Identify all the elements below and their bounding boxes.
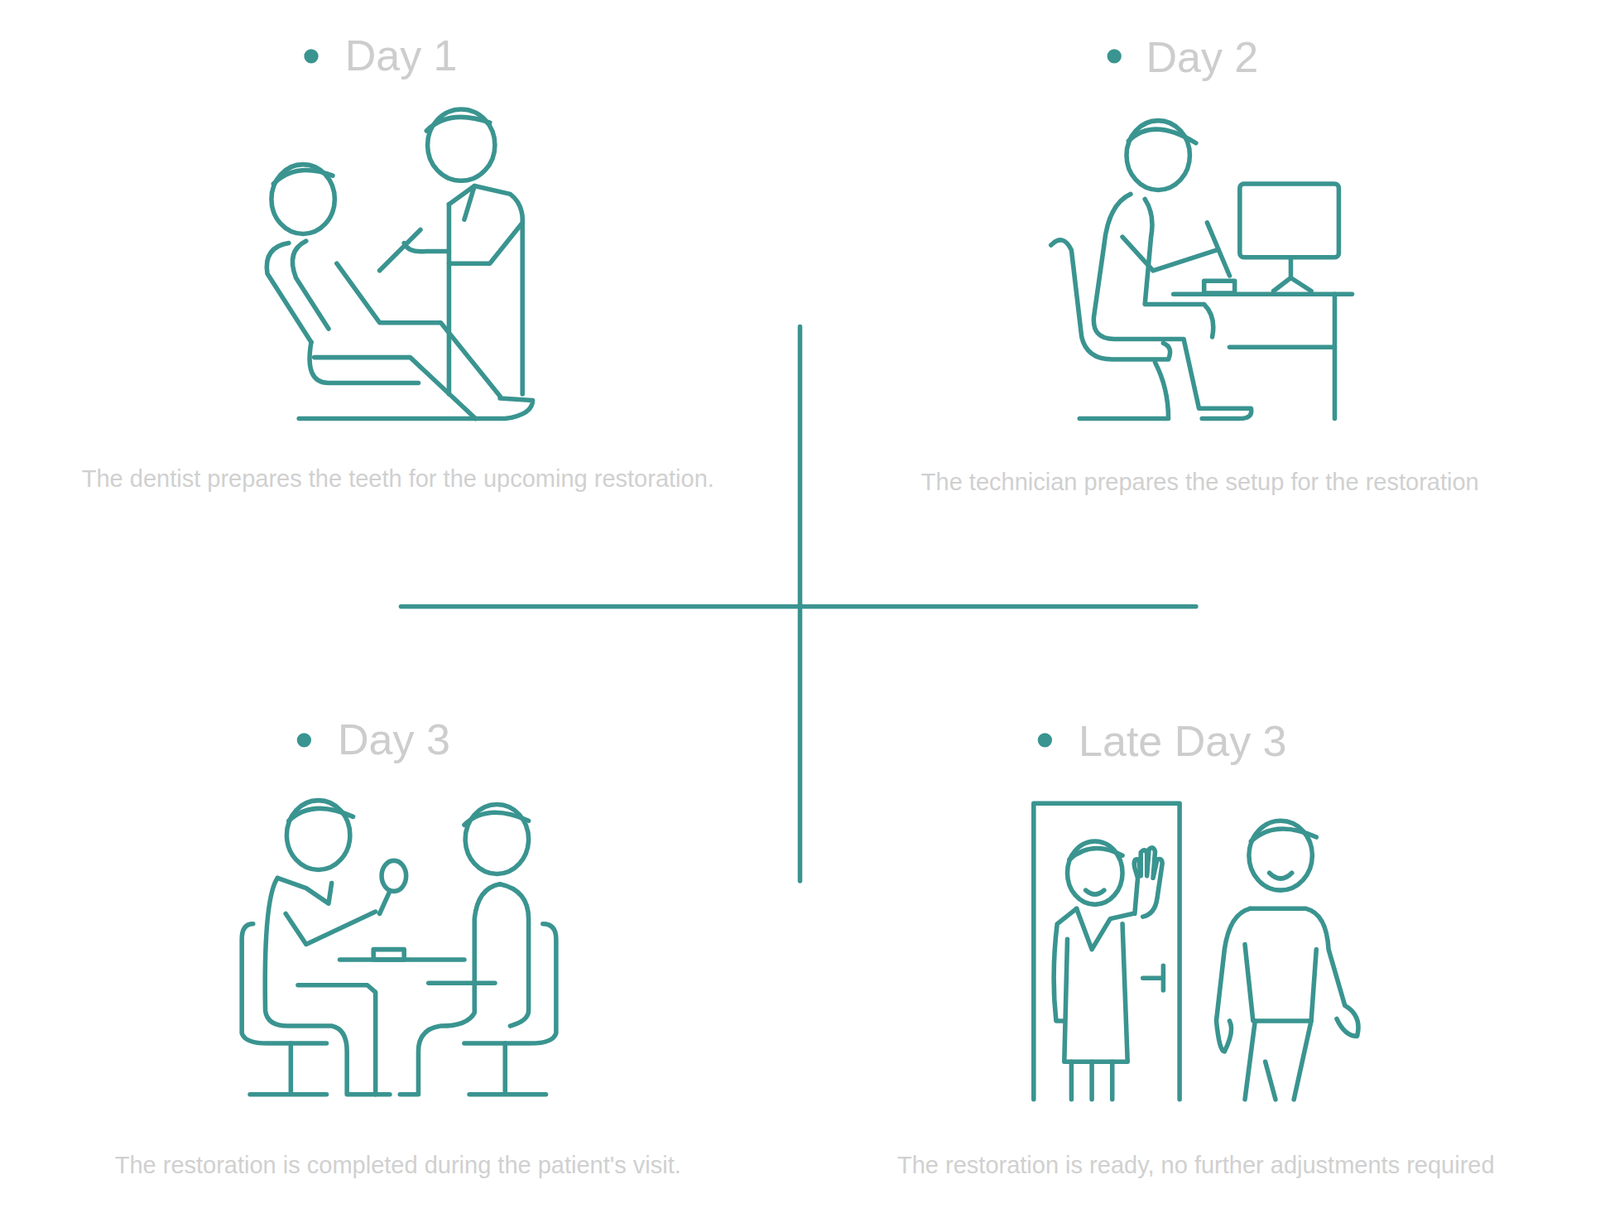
farewell-icon bbox=[1033, 802, 1359, 1100]
bullet-dot bbox=[1107, 48, 1122, 63]
bullet-dot bbox=[297, 732, 312, 747]
dentist-icon bbox=[266, 109, 533, 419]
technician-icon bbox=[1051, 120, 1353, 419]
step-caption: The restoration is ready, no further adj… bbox=[897, 1152, 1495, 1179]
divider-line bbox=[797, 326, 803, 881]
day-heading: Late Day 3 bbox=[1078, 718, 1288, 766]
day-heading: Day 3 bbox=[337, 715, 451, 764]
consultation-icon bbox=[241, 800, 557, 1095]
step-caption: The restoration is completed during the … bbox=[115, 1152, 682, 1179]
day-heading: Day 1 bbox=[345, 32, 458, 80]
divider-line bbox=[400, 604, 1196, 610]
bullet-dot bbox=[303, 48, 318, 63]
step-caption: The dentist prepares the teeth for the u… bbox=[81, 466, 715, 493]
step-caption: The technician prepares the setup for th… bbox=[921, 469, 1480, 496]
day-heading: Day 2 bbox=[1145, 34, 1259, 82]
bullet-dot bbox=[1037, 732, 1053, 747]
